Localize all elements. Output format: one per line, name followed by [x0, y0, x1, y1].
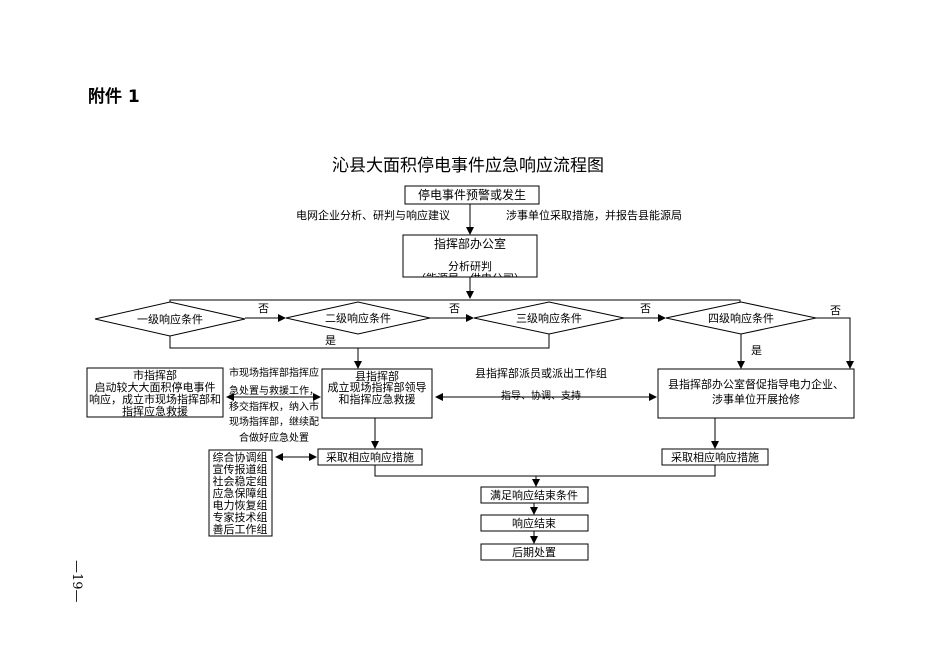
arrow-no-4-down: [816, 317, 854, 369]
transfer-note-line-1: 市现场指挥部指挥应: [229, 366, 319, 379]
hq-office-clipped-text: （能源局、供电公司）: [415, 271, 525, 285]
page-number: —19—: [69, 560, 84, 603]
condition-level-2-label: 二级响应条件: [325, 311, 391, 325]
no-label-3: 否: [640, 302, 651, 315]
end-condition-label: 满足响应结束条件: [490, 488, 578, 502]
county-hq-line-2: 成立现场指挥部领导: [328, 380, 427, 394]
condition-level-1: 一级响应条件: [94, 301, 246, 337]
merge-connector: [374, 465, 716, 477]
transfer-note-line-2: 急处置与救援工作，: [229, 384, 319, 397]
response-end-node: 响应结束: [480, 514, 589, 532]
hq-office-title: 指挥部办公室: [434, 236, 506, 251]
city-hq-line-2: 启动较大大面积停电事件: [95, 380, 216, 394]
measures-right-node: 采取相应响应措施: [661, 448, 769, 466]
city-hq-line-4: 指挥应急救援: [122, 404, 188, 418]
county-hq-line-1: 县指挥部: [355, 369, 399, 383]
city-hq-line-1: 市指挥部: [133, 368, 177, 382]
group-item-6: 专家技术组: [213, 510, 268, 524]
condition-level-4: 四级响应条件: [665, 301, 817, 335]
office-supervise-node: 县指挥部办公室督促指导电力企业、 涉事单位开展抢修: [657, 368, 855, 419]
start-node-label: 停电事件预警或发生: [418, 187, 526, 202]
measures-left-node: 采取相应响应措施: [317, 448, 423, 466]
measures-right-label: 采取相应响应措施: [671, 450, 759, 464]
yes-connector-levels-1-3: [169, 334, 550, 349]
left-note: 电网企业分析、研判与响应建议: [296, 208, 450, 222]
hq-office-subtitle: 分析研判: [448, 259, 492, 273]
transfer-note-line-5: 合做好应急处置: [239, 431, 309, 444]
no-label-1: 否: [258, 302, 269, 315]
dispatch-note: 县指挥部派员或派出工作组: [475, 366, 607, 380]
condition-level-3: 三级响应条件: [473, 301, 625, 335]
group-item-1: 综合协调组: [213, 450, 268, 464]
aftermath-label: 后期处置: [512, 546, 556, 559]
yes-label-2: 是: [751, 344, 762, 357]
transfer-note-line-4: 现场指挥部，继续配: [229, 415, 319, 428]
hq-office-node: 指挥部办公室 分析研判 （能源局、供电公司）: [402, 234, 538, 285]
yes-label-1: 是: [325, 334, 336, 347]
measures-left-label: 采取相应响应措施: [326, 450, 414, 464]
condition-level-3-label: 三级响应条件: [516, 311, 582, 325]
city-hq-line-3: 响应，成立市现场指挥部和: [89, 392, 221, 406]
group-item-7: 善后工作组: [213, 522, 268, 536]
aftermath-node: 后期处置: [480, 543, 589, 561]
transfer-note: 市现场指挥部指挥应 急处置与救援工作， 移交指挥权，纳入市 现场指挥部，继续配 …: [229, 366, 319, 444]
condition-level-4-label: 四级响应条件: [708, 311, 774, 325]
no-label-4: 否: [830, 304, 841, 317]
page-title: 沁县大面积停电事件应急响应流程图: [332, 156, 604, 176]
office-supervise-line-2: 涉事单位开展抢修: [712, 392, 800, 406]
end-condition-node: 满足响应结束条件: [480, 486, 589, 504]
response-end-label: 响应结束: [512, 516, 556, 530]
group-item-3: 社会稳定组: [213, 474, 268, 488]
group-item-2: 宣传报道组: [213, 462, 268, 476]
right-note: 涉事单位采取措施，并报告县能源局: [506, 208, 682, 222]
city-hq-node: 市指挥部 启动较大大面积停电事件 响应，成立市现场指挥部和 指挥应急救援: [86, 367, 224, 418]
condition-level-1-label: 一级响应条件: [137, 312, 203, 326]
county-hq-line-3: 和指挥应急救援: [339, 392, 416, 406]
dispatch-note-hidden: 指导、协调、支持: [501, 389, 581, 402]
working-groups-node: 综合协调组 宣传报道组 社会稳定组 应急保障组 电力恢复组 专家技术组 善后工作…: [208, 449, 273, 537]
group-item-5: 电力恢复组: [213, 498, 268, 512]
start-node: 停电事件预警或发生: [404, 185, 540, 205]
transfer-note-line-3: 移交指挥权，纳入市: [229, 400, 319, 413]
attachment-label: 附件 1: [88, 87, 140, 107]
group-item-4: 应急保障组: [213, 486, 268, 500]
office-supervise-line-1: 县指挥部办公室督促指导电力企业、: [668, 377, 844, 391]
condition-level-2: 二级响应条件: [285, 301, 431, 335]
county-hq-node: 县指挥部 成立现场指挥部领导 和指挥应急救援: [321, 368, 433, 419]
no-label-2: 否: [449, 302, 460, 315]
